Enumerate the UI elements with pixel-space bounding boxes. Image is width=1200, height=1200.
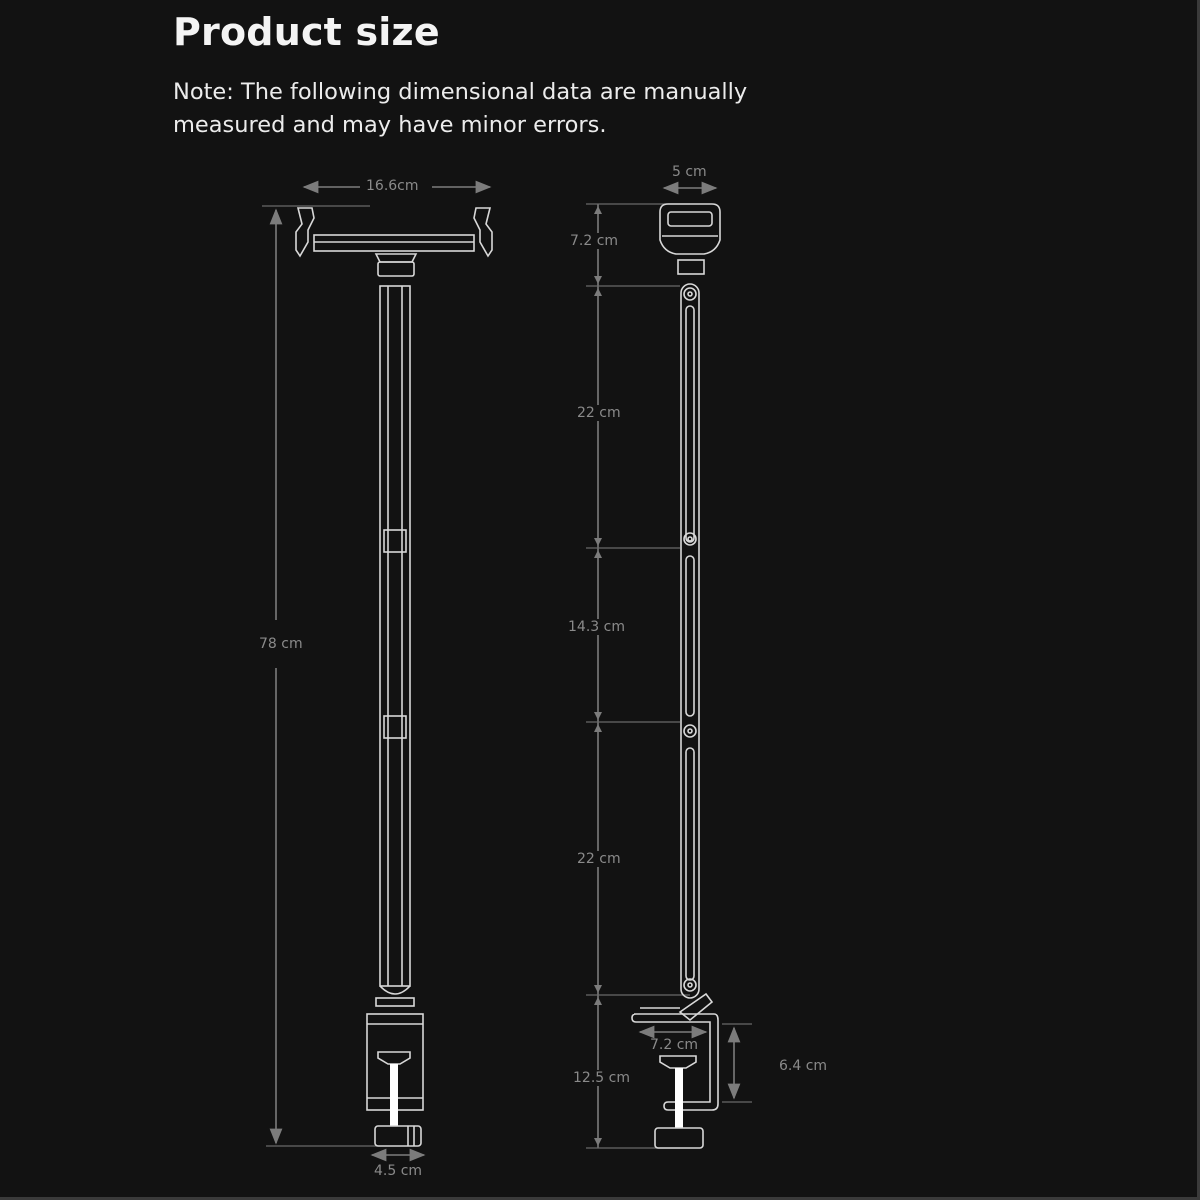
page-title: Product size bbox=[173, 10, 440, 54]
front-height-label: 78 cm bbox=[257, 636, 305, 652]
front-base-width-label: 4.5 cm bbox=[372, 1163, 425, 1179]
side-view bbox=[586, 181, 752, 1149]
front-width-label: 16.6cm bbox=[364, 178, 421, 194]
front-view bbox=[262, 180, 493, 1162]
side-clamp-depth-label: 7.2 cm bbox=[650, 1037, 699, 1053]
side-clamp-height-label: 12.5 cm bbox=[571, 1070, 632, 1086]
side-arm-middle-label: 14.3 cm bbox=[566, 619, 627, 635]
measurement-note: Note: The following dimensional data are… bbox=[173, 79, 748, 138]
side-arm-lower-label: 22 cm bbox=[575, 851, 623, 867]
side-clamp-opening-label: 6.4 cm bbox=[777, 1058, 830, 1074]
side-arm-upper-label: 22 cm bbox=[575, 405, 623, 421]
side-head-height-label: 7.2 cm bbox=[568, 233, 621, 249]
side-head-width-label: 5 cm bbox=[670, 164, 709, 180]
